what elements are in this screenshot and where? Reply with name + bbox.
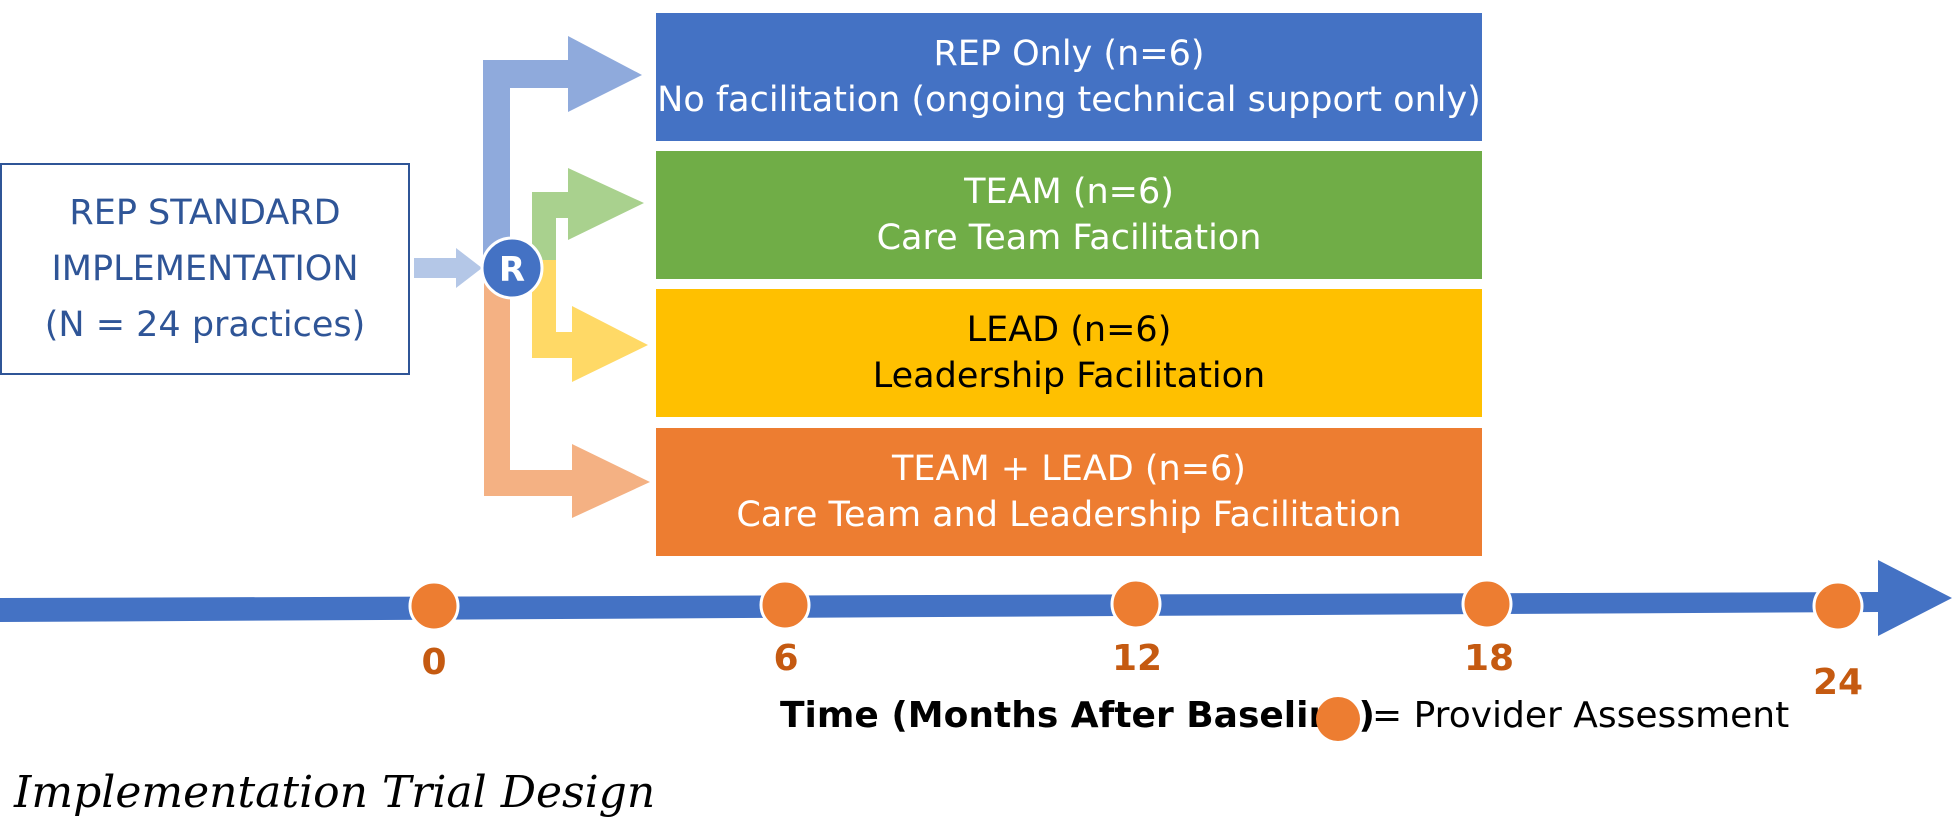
legend-text: = Provider Assessment [1372, 695, 1790, 736]
branch-arrow-team-lead [484, 268, 650, 518]
assessment-marker-18 [1461, 578, 1513, 630]
start-line-2: IMPLEMENTATION [51, 249, 359, 289]
figure-caption: Implementation Trial Design [14, 767, 656, 818]
standard-implementation-box: REP STANDARD IMPLEMENTATION (N = 24 prac… [0, 163, 410, 375]
arm-title: LEAD (n=6) [966, 310, 1172, 350]
arm-lead: LEAD (n=6) Leadership Facilitation [656, 289, 1482, 417]
entry-arrow [414, 248, 482, 288]
tick-label-18: 18 [1463, 638, 1515, 679]
arm-rep-only: REP Only (n=6) No facilitation (ongoing … [656, 13, 1482, 141]
arm-team: TEAM (n=6) Care Team Facilitation [656, 151, 1482, 279]
arm-title: TEAM (n=6) [964, 172, 1174, 212]
branch-arrow-lead [532, 260, 648, 382]
tick-label-12: 12 [1111, 638, 1163, 679]
assessment-marker-12 [1110, 578, 1162, 630]
start-line-1: REP STANDARD [69, 193, 341, 233]
randomization-node [480, 236, 544, 300]
branch-arrow-team [532, 168, 644, 268]
arm-subtitle: No facilitation (ongoing technical suppo… [657, 80, 1481, 120]
legend-marker [1316, 697, 1360, 741]
assessment-marker-24 [1812, 580, 1864, 632]
arm-subtitle: Care Team Facilitation [876, 218, 1262, 258]
timeline-arrow [0, 560, 1952, 636]
branch-arrow-rep-only [483, 36, 642, 268]
tick-label-24: 24 [1812, 662, 1864, 703]
tick-label-6: 6 [773, 638, 799, 679]
arm-subtitle: Leadership Facilitation [872, 356, 1266, 396]
arm-team-lead: TEAM + LEAD (n=6) Care Team and Leadersh… [656, 428, 1482, 556]
tick-label-0: 0 [421, 642, 447, 683]
arm-subtitle: Care Team and Leadership Facilitation [736, 495, 1402, 535]
assessment-marker-0 [408, 580, 460, 632]
start-line-3: (N = 24 practices) [44, 305, 366, 345]
arm-title: REP Only (n=6) [933, 34, 1205, 74]
timeline-axis-title: Time (Months After Baseline) [780, 695, 1375, 736]
randomization-label: R [499, 250, 525, 290]
assessment-marker-6 [759, 579, 811, 631]
arm-title: TEAM + LEAD (n=6) [892, 449, 1246, 489]
